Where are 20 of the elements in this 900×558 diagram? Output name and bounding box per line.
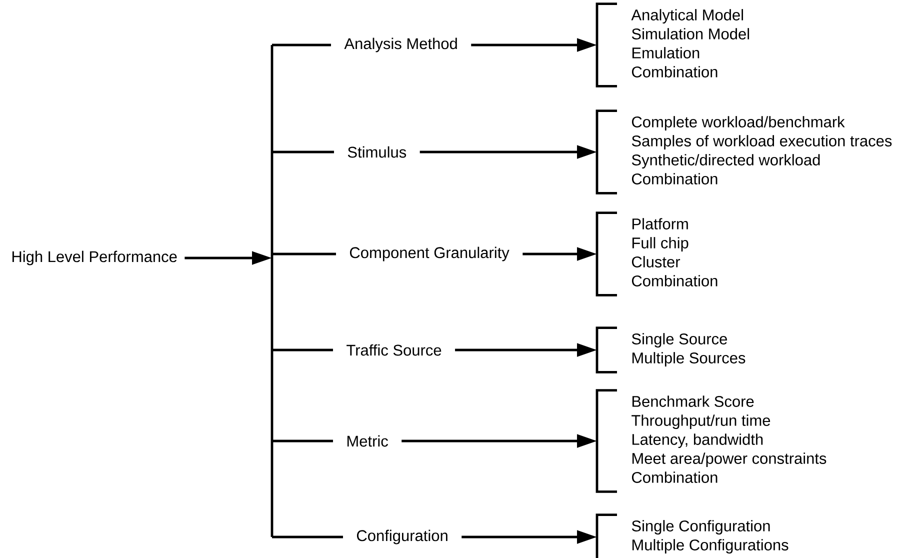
branch-line	[272, 44, 331, 46]
branch-line	[272, 440, 333, 442]
category-label: Metric	[347, 435, 388, 447]
bracketed-list: Platform Full chip Cluster Combination	[596, 212, 718, 296]
category-label: Stimulus	[348, 146, 406, 158]
bracketed-list: Single Configuration Multiple Configurations	[596, 514, 788, 558]
root-label: High Level Performance	[12, 250, 177, 266]
bracketed-list: Analytical Model Simulation Model Emulation Combination	[596, 2, 750, 88]
branch-line	[272, 252, 336, 256]
trunk-line	[270, 44, 274, 538]
category-label: Component Granularity	[350, 246, 510, 262]
bracketed-list: Complete workload/benchmark Samples of workload execution traces Synthetic/directed workload Combination	[596, 110, 892, 194]
category-label: Traffic Source	[346, 344, 442, 356]
bracketed-list: Single Source Multiple Sources	[596, 326, 746, 374]
branch-line	[272, 150, 334, 154]
bracketed-list: Benchmark Score Throughput/run time Latency, bandwidth Meet area/power constraints Combination	[596, 389, 826, 493]
branch-line	[272, 536, 343, 538]
category-label: Configuration	[357, 530, 448, 544]
category-label: Analysis Method	[344, 38, 457, 52]
branch-line	[272, 348, 333, 352]
